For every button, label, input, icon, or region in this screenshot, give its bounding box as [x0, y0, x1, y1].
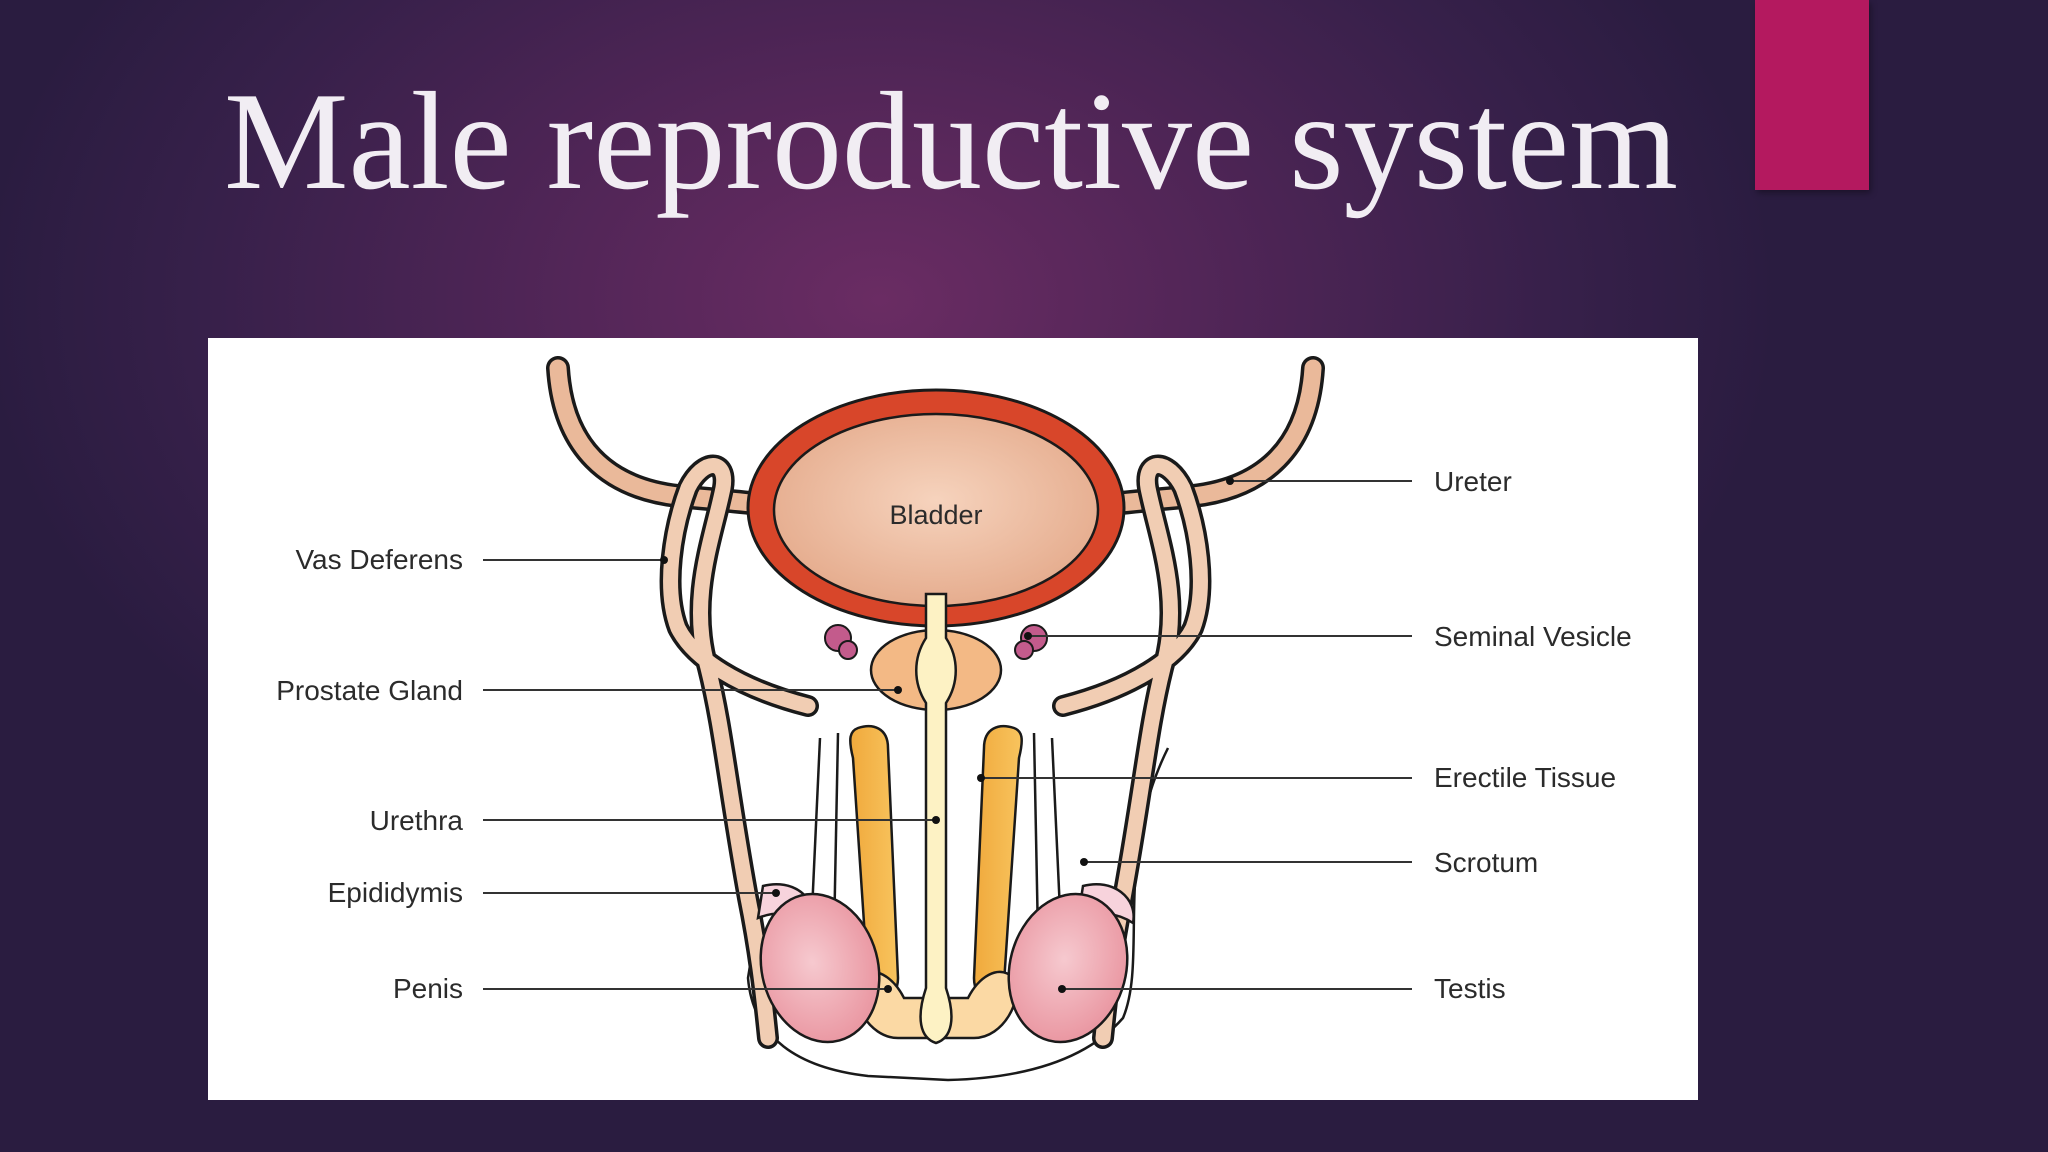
left-ureter: [546, 356, 785, 518]
slide-title: Male reproductive system: [224, 64, 1679, 219]
left-testis: [759, 892, 881, 1044]
svg-text:Urethra: Urethra: [370, 805, 464, 836]
label-vas-deferens: Vas Deferens: [295, 544, 668, 575]
label-testis: Testis: [1058, 973, 1506, 1004]
left-seminal-vesicle: [824, 624, 858, 660]
svg-text:Penis: Penis: [393, 973, 463, 1004]
label-prostate-gland: Prostate Gland: [276, 675, 902, 706]
svg-text:Prostate Gland: Prostate Gland: [276, 675, 463, 706]
svg-text:Vas Deferens: Vas Deferens: [295, 544, 463, 575]
right-seminal-vesicle: [1014, 624, 1048, 660]
label-urethra: Urethra: [370, 805, 940, 836]
svg-text:Seminal Vesicle: Seminal Vesicle: [1434, 621, 1632, 652]
accent-bar: [1755, 0, 1869, 190]
right-testis: [1007, 892, 1129, 1044]
diagram-panel: Bladder Vas Deferens Prostate Gland Uret…: [208, 338, 1698, 1100]
label-scrotum: Scrotum: [1080, 847, 1538, 878]
label-ureter: Ureter: [1226, 466, 1512, 497]
label-seminal-vesicle: Seminal Vesicle: [1024, 621, 1632, 652]
label-epididymis: Epididymis: [328, 877, 780, 908]
right-ureter: [1086, 356, 1325, 518]
label-erectile-tissue: Erectile Tissue: [977, 762, 1616, 793]
svg-text:Testis: Testis: [1434, 973, 1506, 1004]
svg-text:Erectile Tissue: Erectile Tissue: [1434, 762, 1616, 793]
svg-text:Scrotum: Scrotum: [1434, 847, 1538, 878]
label-penis: Penis: [393, 973, 892, 1004]
svg-text:Ureter: Ureter: [1434, 466, 1512, 497]
bladder-label: Bladder: [889, 500, 982, 530]
svg-text:Epididymis: Epididymis: [328, 877, 463, 908]
anatomy-diagram: Bladder Vas Deferens Prostate Gland Uret…: [276, 356, 1632, 1082]
